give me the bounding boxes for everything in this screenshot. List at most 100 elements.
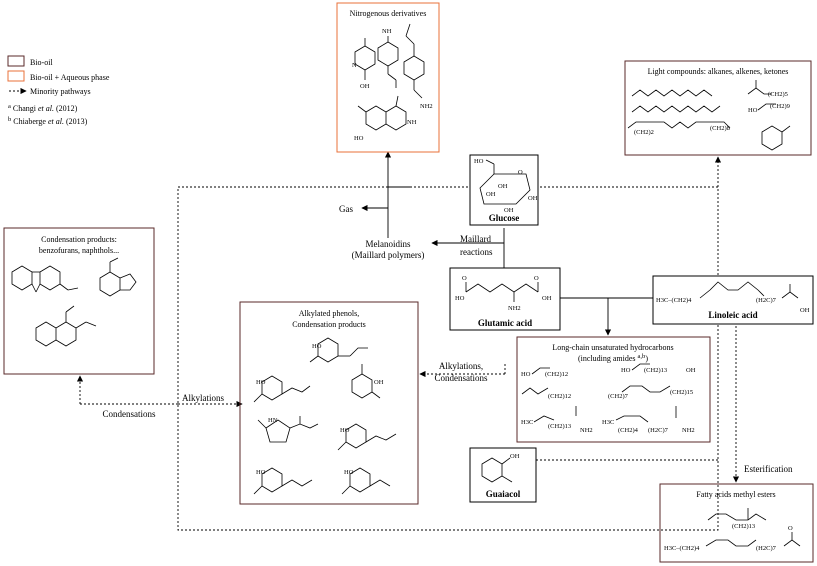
linoleic-box bbox=[652, 275, 814, 325]
linoleic-chain bbox=[699, 281, 765, 299]
fame-title: Fatty acids methyl esters bbox=[696, 490, 775, 499]
isoeugenol-structure bbox=[253, 375, 311, 403]
lc-h3c-1: H3C bbox=[521, 419, 533, 426]
legend-minority-label: Minority pathways bbox=[30, 87, 91, 96]
toluene bbox=[761, 125, 783, 151]
fame-ester-2 bbox=[705, 539, 757, 547]
fame-box-frame bbox=[659, 483, 814, 563]
glutamic-acid-compound: HO O O OH NH2 Glutamic acid bbox=[449, 267, 561, 331]
linoleic-right: (H2C)7 bbox=[756, 297, 777, 304]
fame-chain-7: (H2C)7 bbox=[756, 545, 777, 552]
alkylations-condensations-label-1: Alkylations, bbox=[439, 361, 483, 371]
pyroglutamate-hn: HN bbox=[268, 417, 278, 424]
linoleic-left: H3C–(CH2)4 bbox=[656, 297, 692, 304]
fame-ester-1 bbox=[707, 513, 767, 521]
isoquinoline-structure bbox=[357, 95, 407, 131]
glutamic-nh2: NH2 bbox=[508, 305, 521, 312]
phenethylamine-nh2: NH2 bbox=[420, 103, 433, 110]
long-chain-box-frame bbox=[516, 336, 711, 443]
dibenzofuran-structure bbox=[11, 265, 79, 293]
reactions-label: reactions bbox=[460, 247, 493, 257]
lc-chain-15: (CH2)15 bbox=[670, 389, 693, 396]
guaiacol-compound: OH Guaiacol bbox=[469, 447, 537, 503]
propenyl-phenol-structure bbox=[337, 423, 397, 451]
fame-left: H3C–(CH2)4 bbox=[664, 545, 700, 552]
isoquinoline-ho: HO bbox=[354, 135, 364, 142]
xylenol-structure bbox=[351, 364, 381, 399]
glucose-oh-3: OH bbox=[528, 195, 538, 202]
glucose-oh-1: OH bbox=[486, 191, 496, 198]
legend-ref-a: a Changi et al. (2012) bbox=[8, 103, 78, 113]
condensations-label: Condensations bbox=[103, 409, 156, 419]
condensation-title-1: Condensation products: bbox=[41, 235, 117, 244]
alkylated-title-1: Alkylated phenols, bbox=[299, 309, 359, 318]
lc-nh2-2: NH2 bbox=[682, 427, 695, 434]
pyridine-n: N bbox=[352, 62, 357, 69]
benzofuran-structure bbox=[99, 257, 137, 297]
lc-chain-4b: (CH2)4 bbox=[618, 427, 639, 434]
fame-chain-13: (CH2)13 bbox=[732, 523, 755, 530]
minority-pathways bbox=[76, 156, 740, 531]
alkane-1 bbox=[631, 89, 713, 97]
glutamic-oh: OH bbox=[542, 295, 552, 302]
glutamic-chain bbox=[465, 283, 539, 293]
fame-box: Fatty acids methyl esters (CH2)13 H3C–(C… bbox=[659, 483, 814, 563]
glutamic-label: Glutamic acid bbox=[478, 318, 532, 328]
propyl-guaiacol-ho: HO bbox=[256, 469, 266, 476]
long-chain-title-2: (including amides a,b) bbox=[578, 353, 648, 363]
naphthalene-structure bbox=[35, 305, 97, 347]
glucose-loop-connector bbox=[177, 186, 719, 531]
condensation-title-2: benzofurans, naphthols... bbox=[39, 246, 119, 255]
glutamic-o-1: O bbox=[462, 275, 467, 282]
pyridine-oh: OH bbox=[360, 83, 370, 90]
alkylated-title-2: Condensation products bbox=[292, 320, 366, 329]
xylenol-oh: OH bbox=[374, 379, 384, 386]
eugenol-ho: HO bbox=[312, 343, 322, 350]
lc-ho-1: HO bbox=[521, 371, 531, 378]
light-compounds-box: Light compounds: alkanes, alkenes, keton… bbox=[624, 60, 812, 156]
condensation-products-box: Condensation products: benzofurans, naph… bbox=[3, 227, 155, 375]
propyl-guaiacol-structure bbox=[253, 467, 313, 495]
pyridine-structure bbox=[354, 38, 376, 80]
nitrogenous-box-frame bbox=[336, 2, 440, 153]
lc-chain-7b: (H2C)7 bbox=[648, 427, 669, 434]
legend-bio-oil-swatch bbox=[7, 55, 25, 67]
legend: Bio-oil Bio-oil + Aqueous phase Minority… bbox=[7, 55, 110, 126]
long-chain-title-1: Long-chain unsaturated hydrocarbons bbox=[552, 343, 673, 352]
legend-bio-oil-label: Bio-oil bbox=[30, 58, 53, 67]
nitrogenous-title: Nitrogenous derivatives bbox=[350, 9, 427, 18]
lc-chain-13: (CH2)13 bbox=[644, 367, 667, 374]
linoleic-oh: OH bbox=[800, 307, 810, 314]
gas-label: Gas bbox=[339, 204, 353, 214]
lc-h3c-2: H3C bbox=[602, 419, 614, 426]
nitrogenous-derivatives-box: Nitrogenous derivatives N OH NH NH2 bbox=[336, 2, 440, 153]
glucose-box bbox=[469, 154, 539, 226]
isoquinoline-nh: NH bbox=[407, 119, 417, 126]
esterification-label: Esterification bbox=[744, 464, 793, 474]
long-chain-box: Long-chain unsaturated hydrocarbons (inc… bbox=[516, 336, 711, 443]
glucose-ho: HO bbox=[474, 158, 484, 165]
legend-aqueous-label: Bio-oil + Aqueous phase bbox=[30, 73, 110, 82]
linoleic-acid-compound: H3C–(CH2)4 (H2C)7 OH Linoleic acid bbox=[652, 275, 814, 325]
alcohol-ho: HO bbox=[748, 107, 758, 114]
light-box-frame bbox=[624, 60, 812, 156]
alkene-chain-2: (CH2)2 bbox=[634, 129, 654, 136]
glutamic-ho: HO bbox=[455, 295, 465, 302]
legend-aqueous-swatch bbox=[7, 70, 25, 82]
alkene-chain-8: (CH2)8 bbox=[710, 125, 730, 132]
glucose-compound: HO O OH OH OH OH Glucose bbox=[469, 154, 539, 226]
alkylated-box-frame bbox=[239, 301, 419, 505]
maillard-polymers-label: (Maillard polymers) bbox=[352, 250, 425, 260]
condensation-box-frame bbox=[3, 227, 155, 375]
alkylations-condensations-label-2: Condensations bbox=[435, 373, 488, 383]
glutamic-box bbox=[449, 267, 561, 331]
glucose-o: O bbox=[518, 169, 523, 176]
alkylated-phenols-box: Alkylated phenols, Condensation products… bbox=[239, 301, 419, 505]
alkylations-label: Alkylations bbox=[182, 393, 224, 403]
alkene bbox=[627, 121, 731, 129]
glutamic-o-2: O bbox=[534, 275, 539, 282]
glucose-oh-4: OH bbox=[504, 207, 514, 214]
guaiacol-oh: OH bbox=[510, 453, 520, 460]
lc-chain-7: (CH2)7 bbox=[608, 393, 629, 400]
